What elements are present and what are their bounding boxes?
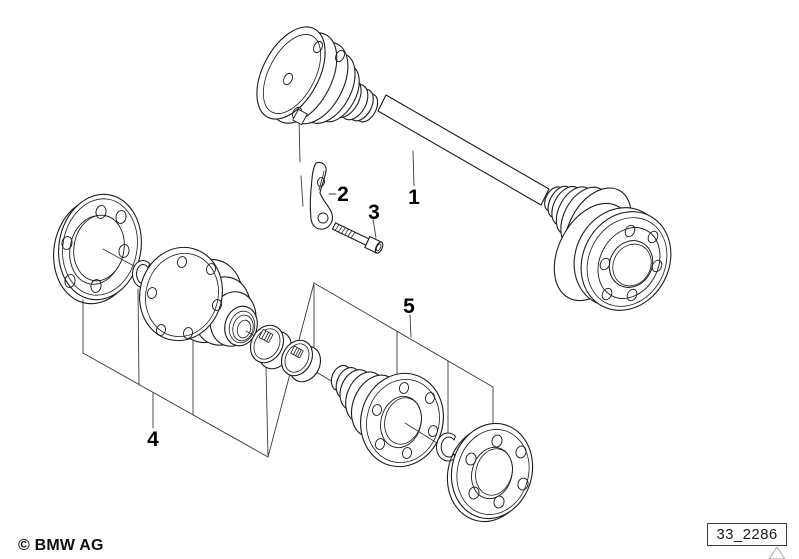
- driveshaft-part1: [256, 26, 672, 311]
- snap-ring-part5: [436, 432, 456, 462]
- callout-3[interactable]: 3: [368, 201, 380, 224]
- callout-1[interactable]: 1: [408, 186, 420, 209]
- callout-4[interactable]: 4: [147, 428, 159, 451]
- end-flange-part5: [446, 422, 534, 523]
- leader-lines: [82, 117, 494, 458]
- snap-ring-part4: [132, 260, 151, 288]
- cv-joint-part4: [139, 246, 258, 347]
- copyright-text: © BMW AG: [18, 537, 104, 554]
- boot-part5: [330, 364, 444, 468]
- drawing-code-text: 33_2286: [716, 526, 778, 543]
- corner-triangle-mark: [768, 546, 786, 559]
- bolt-part3: [331, 222, 384, 254]
- lock-plate-part2: [309, 161, 333, 230]
- drawing-code-box: 33_2286: [707, 523, 787, 546]
- callout-5[interactable]: 5: [403, 295, 415, 318]
- dust-plate-part4: [53, 193, 142, 305]
- callout-2[interactable]: 2: [337, 183, 349, 206]
- clamp-band-2: [280, 339, 322, 383]
